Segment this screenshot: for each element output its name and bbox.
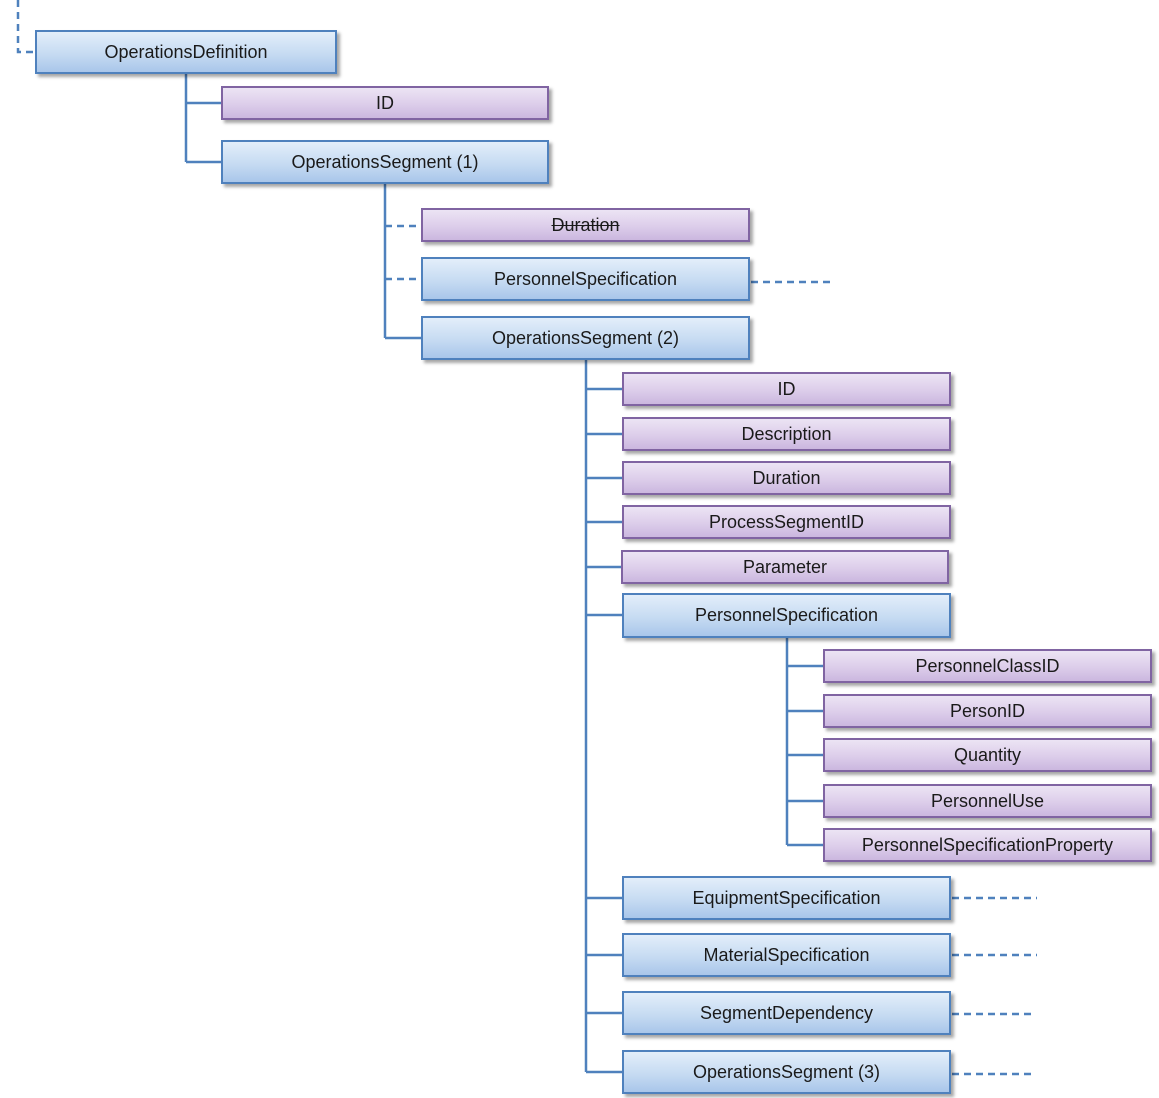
person-id-node[interactable]: PersonID <box>823 694 1152 728</box>
segment2-id-node[interactable]: ID <box>622 372 951 406</box>
dashed-connector-incoming <box>16 0 35 54</box>
node-label: PersonnelClassID <box>915 655 1060 676</box>
operations-segment-3-node[interactable]: OperationsSegment (3) <box>622 1050 951 1094</box>
operations-segment-2-node[interactable]: OperationsSegment (2) <box>421 316 750 360</box>
operations-segment-1-node[interactable]: OperationsSegment (1) <box>221 140 549 184</box>
segment1-personnel-specification-node[interactable]: PersonnelSpecification <box>421 257 750 301</box>
segment2-segment-dependency-node[interactable]: SegmentDependency <box>622 991 951 1035</box>
node-label: MaterialSpecification <box>703 944 870 965</box>
definition-id-node[interactable]: ID <box>221 86 549 120</box>
node-label: PersonnelUse <box>930 790 1045 811</box>
personnel-use-node[interactable]: PersonnelUse <box>823 784 1152 818</box>
segment2-description-node[interactable]: Description <box>622 417 951 451</box>
segment1-duration-node[interactable]: Duration <box>421 208 750 242</box>
operations-definition-node[interactable]: OperationsDefinition <box>35 30 337 74</box>
segment2-material-specification-node[interactable]: MaterialSpecification <box>622 933 951 977</box>
segment2-personnel-specification-node[interactable]: PersonnelSpecification <box>622 593 951 638</box>
node-label: Description <box>741 423 832 444</box>
node-label: PersonnelSpecificationProperty <box>861 834 1114 855</box>
personnel-specification-property-node[interactable]: PersonnelSpecificationProperty <box>823 828 1152 862</box>
node-label: OperationsSegment (3) <box>692 1061 881 1082</box>
node-label: OperationsDefinition <box>104 41 268 62</box>
node-label: Duration <box>752 467 821 488</box>
segment2-equipment-specification-node[interactable]: EquipmentSpecification <box>622 876 951 920</box>
node-label: OperationsSegment (1) <box>291 151 479 172</box>
node-label: PersonnelSpecification <box>694 605 879 625</box>
node-label-struck: Duration <box>551 214 620 235</box>
node-label: PersonID <box>949 700 1026 721</box>
segment2-duration-node[interactable]: Duration <box>622 461 951 495</box>
segment2-process-segment-id-node[interactable]: ProcessSegmentID <box>622 505 951 539</box>
node-label: PersonnelSpecification <box>493 268 678 289</box>
node-label: SegmentDependency <box>699 1002 874 1023</box>
node-label: Quantity <box>953 744 1022 765</box>
node-label: ID <box>376 92 394 113</box>
quantity-node[interactable]: Quantity <box>823 738 1152 772</box>
node-label: ProcessSegmentID <box>708 511 865 532</box>
node-label: Parameter <box>742 556 828 577</box>
node-label: ID <box>777 378 796 399</box>
node-label: OperationsSegment (2) <box>491 327 680 348</box>
personnel-class-id-node[interactable]: PersonnelClassID <box>823 649 1152 683</box>
segment2-parameter-node[interactable]: Parameter <box>621 550 949 584</box>
node-label: EquipmentSpecification <box>692 887 881 908</box>
